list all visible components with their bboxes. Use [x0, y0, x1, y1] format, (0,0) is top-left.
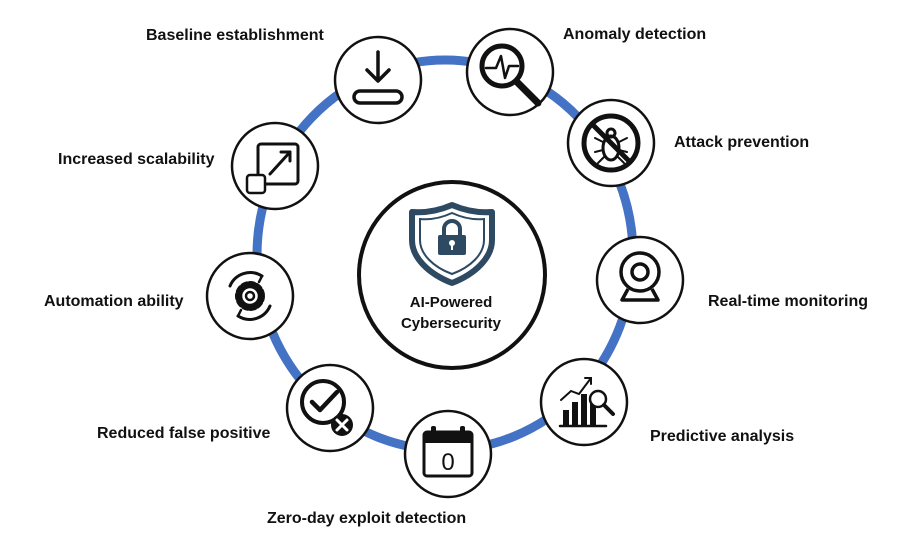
node-zero-day-exploit-detection: 0 — [403, 409, 493, 499]
label-real-time-monitoring: Real-time monitoring — [708, 293, 869, 310]
node-increased-scalability — [230, 121, 320, 211]
node-attack-prevention — [566, 98, 656, 188]
center-title-line2: Cybersecurity — [400, 315, 502, 332]
no-bug-icon — [581, 113, 641, 173]
node-real-time-monitoring — [595, 235, 685, 325]
bar-chart-search-icon — [558, 377, 615, 428]
node-automation-ability — [205, 251, 295, 341]
gear-cycle-icon — [228, 271, 272, 321]
scale-arrow-icon — [245, 142, 300, 195]
label-zero-day-exploit-detection: Zero-day exploit detection — [267, 510, 467, 527]
label-baseline-establishment: Baseline establishment — [146, 27, 324, 44]
label-increased-scalability: Increased scalability — [58, 151, 215, 168]
center-hub — [357, 180, 547, 370]
check-x-icon — [300, 379, 353, 436]
center-title: AI-Powered Cybersecurity — [376, 292, 526, 334]
label-automation-ability: Automation ability — [44, 293, 184, 310]
shield-lock-icon — [409, 202, 495, 286]
label-reduced-false-positive: Reduced false positive — [97, 425, 271, 442]
node-anomaly-detection — [465, 27, 555, 117]
label-attack-prevention: Attack prevention — [674, 134, 810, 151]
label-predictive-analysis: Predictive analysis — [650, 428, 795, 445]
webcam-icon — [619, 251, 661, 302]
calendar-zero-icon: 0 — [422, 426, 474, 478]
magnifier-pulse-icon — [479, 43, 542, 107]
node-baseline-establishment — [333, 35, 423, 125]
download-tray-icon — [352, 50, 404, 105]
node-predictive-analysis — [539, 357, 629, 447]
svg-text:0: 0 — [441, 449, 454, 476]
label-anomaly-detection: Anomaly detection — [563, 26, 707, 43]
center-title-line1: AI-Powered — [409, 294, 493, 311]
node-reduced-false-positive — [285, 363, 375, 453]
